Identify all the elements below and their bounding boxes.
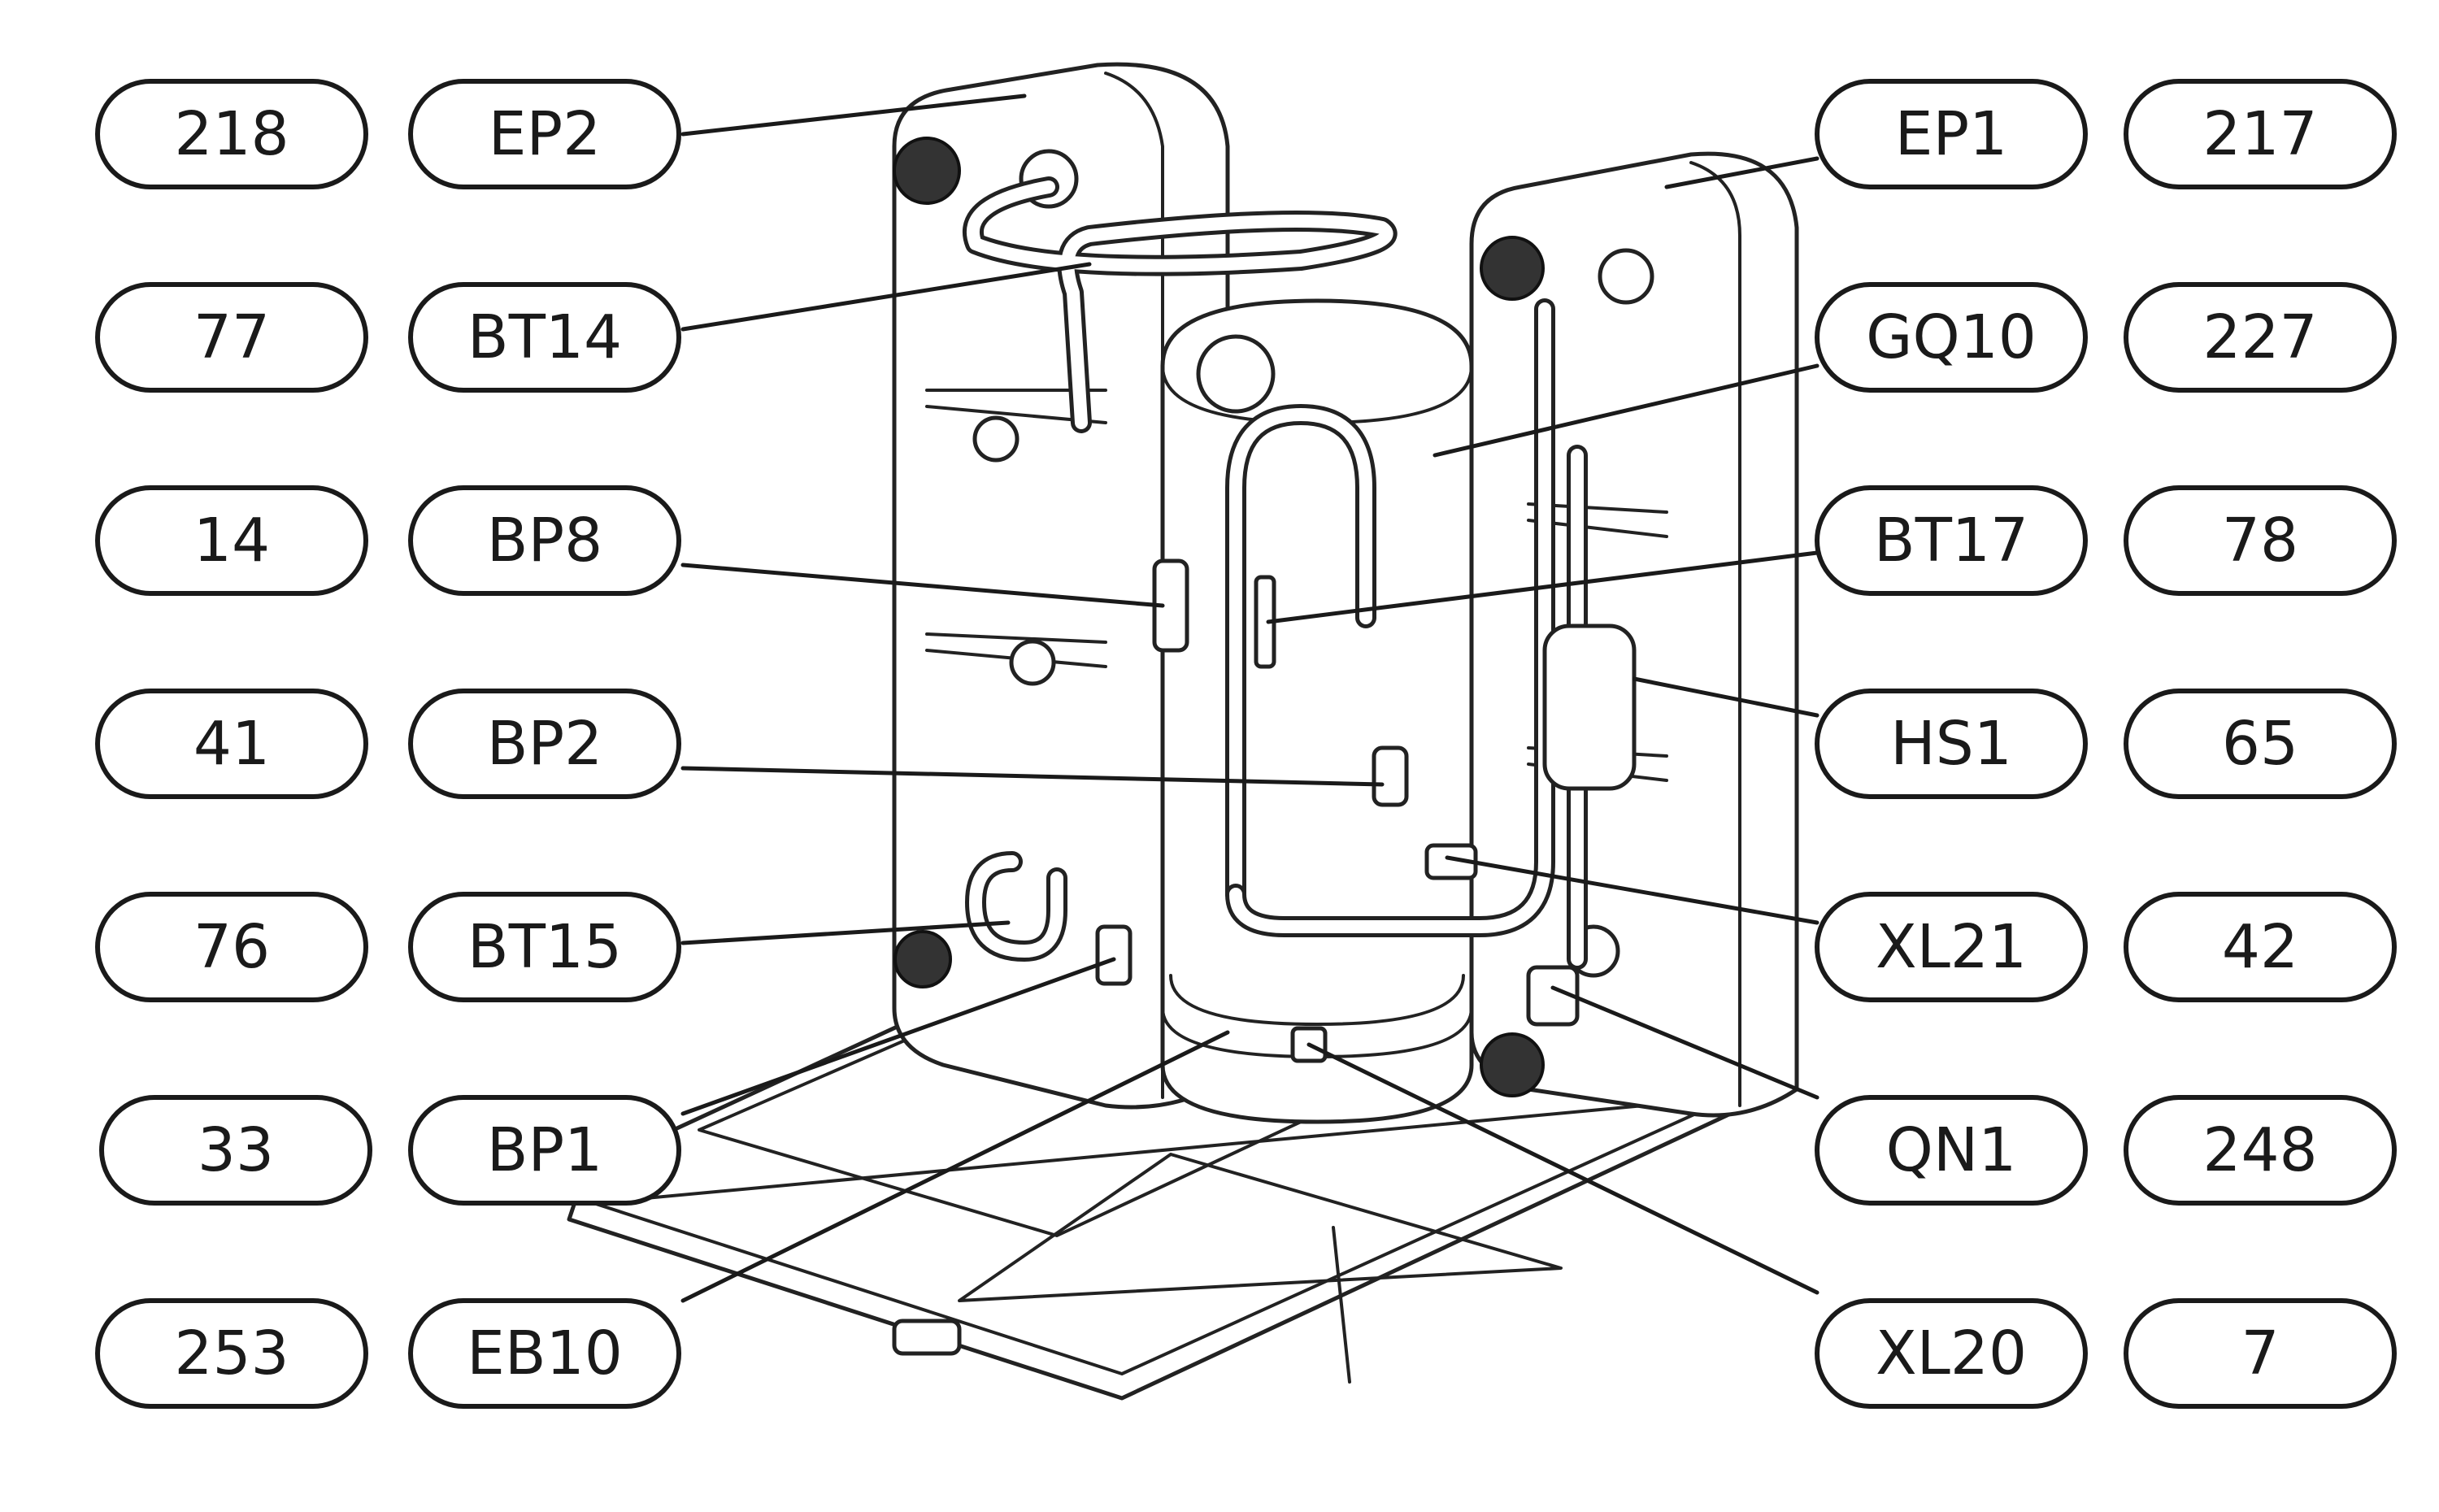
- number-33: 33: [198, 1115, 274, 1185]
- code-ep2: EP2: [489, 99, 601, 169]
- leader-hs1: [1632, 676, 1819, 718]
- number-227: 227: [2202, 302, 2317, 372]
- number-217: 217: [2202, 99, 2317, 169]
- label-xl20: XL20: [1815, 1298, 2088, 1409]
- left-code-labels: EP2 BT14 BP8 BP2 BT15 BP1 EB10: [408, 79, 681, 1409]
- code-bp1: BP1: [487, 1115, 602, 1185]
- leader-bt14: [680, 262, 1092, 332]
- number-253: 253: [174, 1319, 289, 1388]
- leader-bp8: [680, 563, 1165, 608]
- label-gq10: GQ10: [1815, 282, 2088, 393]
- label-41: 41: [95, 689, 368, 799]
- label-76: 76: [95, 892, 368, 1002]
- label-bp8: BP8: [408, 485, 681, 596]
- label-217: 217: [2124, 79, 2397, 189]
- code-ep1: EP1: [1895, 99, 2007, 169]
- module-illustration: [567, 62, 1799, 1401]
- code-xl20: XL20: [1876, 1319, 2027, 1388]
- number-76: 76: [193, 912, 270, 982]
- leader-xl20: [1306, 1042, 1819, 1295]
- label-bt15: BT15: [408, 892, 681, 1002]
- leader-ep1: [1664, 156, 1819, 189]
- leader-xl21: [1445, 855, 1819, 925]
- right-number-labels: 217 227 78 65 42 248 7: [2124, 79, 2397, 1409]
- number-42: 42: [2222, 912, 2298, 982]
- code-qn1: QN1: [1886, 1115, 2017, 1185]
- sensors-and-valves: [1095, 558, 1637, 1063]
- label-bp2: BP2: [408, 689, 681, 799]
- label-bt14: BT14: [408, 282, 681, 393]
- leader-bp2: [680, 766, 1385, 787]
- number-77: 77: [193, 302, 270, 372]
- label-78: 78: [2124, 485, 2397, 596]
- code-bt17: BT17: [1874, 506, 2028, 576]
- code-xl21: XL21: [1876, 912, 2027, 982]
- number-65: 65: [2222, 709, 2298, 779]
- label-ep2: EP2: [408, 79, 681, 189]
- leader-qn1: [1550, 985, 1819, 1100]
- leader-bp1: [680, 957, 1116, 1116]
- code-bt15: BT15: [467, 912, 622, 982]
- label-248: 248: [2124, 1095, 2397, 1206]
- leader-gq10: [1433, 363, 1819, 458]
- label-42: 42: [2124, 892, 2397, 1002]
- label-7: 7: [2124, 1298, 2397, 1409]
- number-7: 7: [2241, 1319, 2279, 1388]
- number-41: 41: [193, 709, 270, 779]
- label-33: 33: [99, 1095, 372, 1206]
- label-bp1: BP1: [408, 1095, 681, 1206]
- label-bt17: BT17: [1815, 485, 2088, 596]
- label-65: 65: [2124, 689, 2397, 799]
- leader-bt17: [1266, 550, 1819, 624]
- number-218: 218: [174, 99, 289, 169]
- leader-ep2: [680, 93, 1027, 137]
- heat-exchanger-ep1: [1469, 151, 1799, 1118]
- refrigerant-pipes: [962, 176, 1588, 970]
- label-xl21: XL21: [1815, 892, 2088, 1002]
- label-218: 218: [95, 79, 368, 189]
- leader-eb10: [680, 1030, 1230, 1303]
- label-hs1: HS1: [1815, 689, 2088, 799]
- label-77: 77: [95, 282, 368, 393]
- number-78: 78: [2222, 506, 2298, 576]
- leader-bt15: [680, 920, 1011, 945]
- label-qn1: QN1: [1815, 1095, 2088, 1206]
- label-ep1: EP1: [1815, 79, 2088, 189]
- number-248: 248: [2202, 1115, 2317, 1185]
- label-227: 227: [2124, 282, 2397, 393]
- label-14: 14: [95, 485, 368, 596]
- code-bp8: BP8: [487, 506, 602, 576]
- code-hs1: HS1: [1890, 709, 2012, 779]
- code-bt14: BT14: [467, 302, 622, 372]
- code-eb10: EB10: [467, 1319, 623, 1388]
- code-bp2: BP2: [487, 709, 602, 779]
- leader-lines: [680, 93, 1819, 1303]
- left-number-labels: 218 77 14 41 76 33 253: [95, 79, 372, 1409]
- heat-exchanger-ep2: [892, 62, 1230, 1110]
- right-code-labels: EP1 GQ10 BT17 HS1 XL21 QN1 XL20: [1815, 79, 2088, 1409]
- label-eb10: EB10: [408, 1298, 681, 1409]
- number-14: 14: [193, 506, 270, 576]
- code-gq10: GQ10: [1866, 302, 2037, 372]
- label-253: 253: [95, 1298, 368, 1409]
